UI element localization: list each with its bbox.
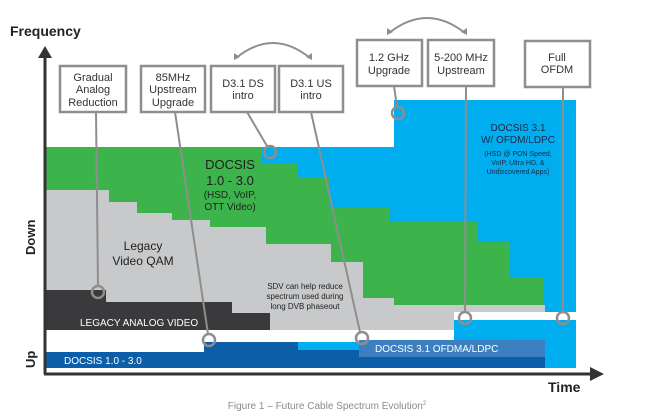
sdv-note: SDV can help reduce spectrum used during… bbox=[267, 282, 344, 311]
callout-text: Gradual bbox=[73, 72, 112, 84]
note-text: spectrum used during bbox=[267, 292, 344, 301]
x-axis-arrow-icon bbox=[590, 367, 604, 381]
region-text: 1.0 - 3.0 bbox=[206, 173, 254, 188]
region-text: (HSD, VoIP, bbox=[204, 190, 257, 201]
callout-1-2ghz-upgrade: 1.2 GHz Upgrade bbox=[355, 38, 424, 88]
callout-text: Full bbox=[548, 52, 566, 64]
swap-arrow-icon bbox=[235, 42, 311, 59]
callout-text: intro bbox=[232, 90, 253, 102]
callout-text: 1.2 GHz bbox=[369, 52, 409, 64]
callout-text: Upgrade bbox=[152, 97, 194, 109]
upstream-lightblue-strip bbox=[298, 342, 359, 350]
arrowhead-icon bbox=[306, 53, 312, 60]
y-axis-arrow-icon bbox=[38, 46, 52, 58]
caption-text: Figure 1 – Future Cable Spectrum Evoluti… bbox=[228, 401, 423, 412]
callout-leaders bbox=[90, 85, 571, 348]
legacy-qam-label: Legacy Video QAM bbox=[112, 239, 173, 268]
callout-d31-us-intro: D3.1 US intro bbox=[277, 64, 345, 114]
callout-text: D3.1 DS bbox=[222, 78, 264, 90]
arrowhead-icon bbox=[461, 28, 467, 35]
docsis31-label: DOCSIS 3.1 W/ OFDM/LDPC (HSD @ PON Speed… bbox=[481, 123, 555, 176]
callout-text: Upstream bbox=[149, 84, 197, 96]
region-text: OTT Video) bbox=[204, 202, 255, 213]
region-text: Undiscovered Apps) bbox=[487, 169, 550, 176]
note-text: SDV can help reduce bbox=[267, 282, 343, 291]
legacy-qam-region bbox=[45, 190, 545, 330]
callout-text: OFDM bbox=[541, 64, 573, 76]
region-text: VoIP, Ultra HD, & bbox=[491, 160, 545, 167]
callout-85mhz-upstream-upgrade: 85MHz Upstream Upgrade bbox=[139, 64, 207, 114]
callout-text: 5-200 MHz bbox=[434, 52, 488, 64]
legacy-analog-region bbox=[45, 290, 270, 330]
callout-d31-ds-intro: D3.1 DS intro bbox=[209, 64, 277, 114]
up-label: Up bbox=[23, 351, 38, 368]
y-axis-label: Frequency bbox=[10, 23, 81, 39]
region-text: DOCSIS bbox=[205, 157, 255, 172]
callout-gradual-analog-reduction: Gradual Analog Reduction bbox=[58, 64, 128, 114]
caption-superscript: 2 bbox=[423, 401, 427, 407]
region-text: W/ OFDM/LDPC bbox=[481, 135, 555, 146]
arrowhead-icon bbox=[234, 53, 240, 60]
region-text: Legacy bbox=[124, 239, 163, 253]
upstream-31-label: DOCSIS 3.1 OFDMA/LDPC bbox=[375, 344, 498, 355]
upstream-31-box bbox=[359, 340, 545, 357]
callout-text: intro bbox=[300, 90, 321, 102]
legacy-analog-label: LEGACY ANALOG VIDEO bbox=[80, 318, 198, 329]
region-text: (HSD @ PON Speed, bbox=[484, 151, 551, 158]
docsis-legacy-label: DOCSIS 1.0 - 3.0 (HSD, VoIP, OTT Video) bbox=[204, 157, 257, 213]
callout-full-ofdm: Full OFDM bbox=[523, 39, 592, 89]
region-text: Video QAM bbox=[112, 254, 173, 268]
arrowhead-icon bbox=[387, 28, 393, 35]
callout-text: Reduction bbox=[68, 97, 118, 109]
region-text: DOCSIS 3.1 bbox=[490, 123, 545, 134]
figure-caption: Figure 1 – Future Cable Spectrum Evoluti… bbox=[228, 401, 427, 412]
callout-text: 85MHz bbox=[156, 72, 191, 84]
callout-text: Upgrade bbox=[368, 65, 410, 77]
x-axis-label: Time bbox=[548, 379, 581, 395]
callout-text: D3.1 US bbox=[290, 78, 332, 90]
note-text: long DVB phaseout bbox=[271, 302, 341, 311]
swap-arrow-icon bbox=[388, 17, 466, 34]
callout-text: Upstream bbox=[437, 65, 485, 77]
callout-text: Analog bbox=[76, 84, 110, 96]
down-label: Down bbox=[23, 220, 38, 255]
callout-5-200mhz-upstream: 5-200 MHz Upstream bbox=[426, 38, 496, 88]
upstream-legacy-label: DOCSIS 1.0 - 3.0 bbox=[64, 356, 142, 367]
